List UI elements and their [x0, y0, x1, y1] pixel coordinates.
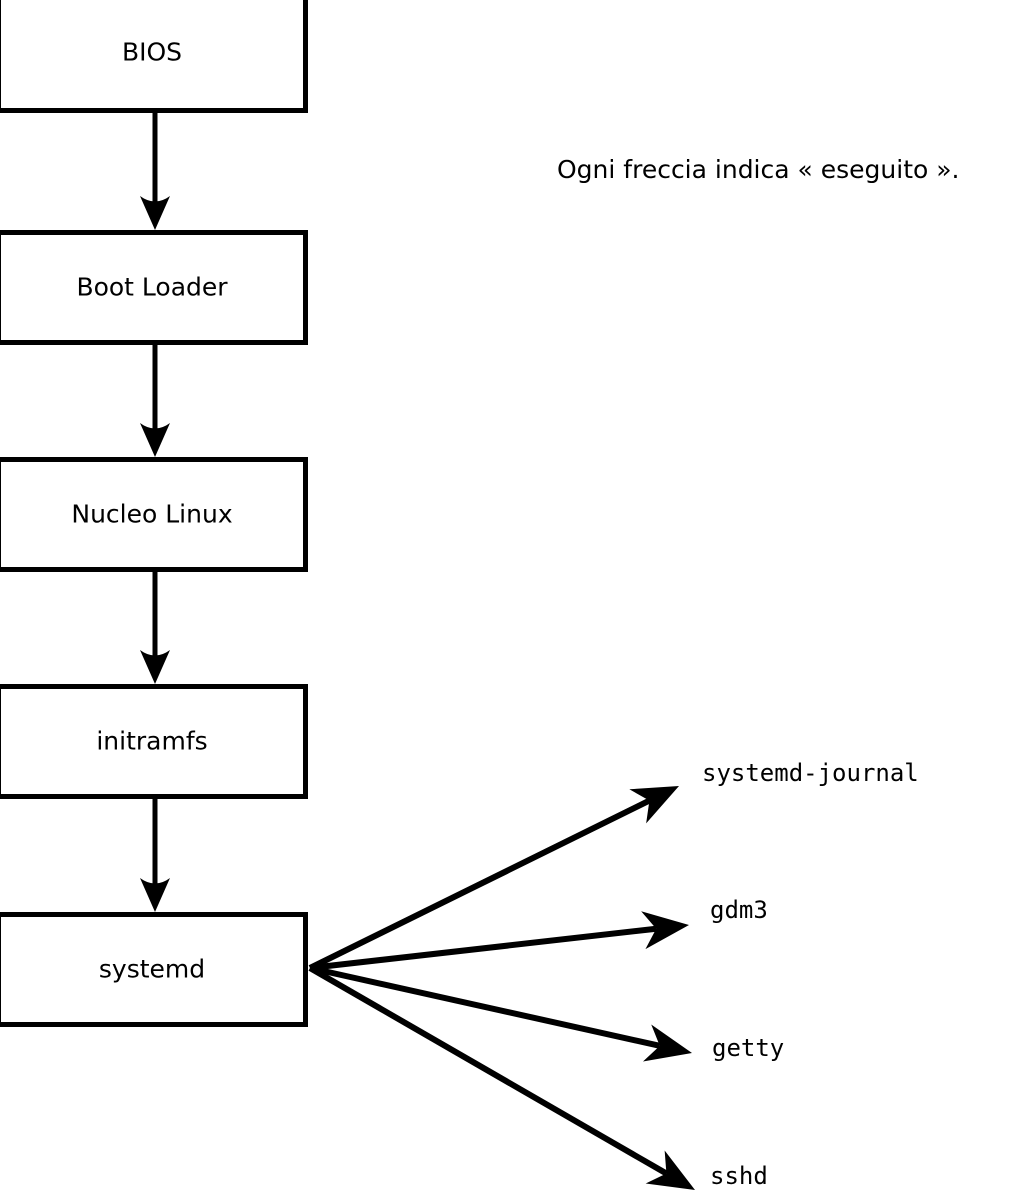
service-label-systemd-journal: systemd-journal — [702, 759, 919, 787]
service-node-systemd-journal[interactable]: systemd-journal — [308, 759, 919, 971]
arrow-shaft — [308, 965, 668, 1177]
chain-arrow-bios-to-bootloader — [140, 113, 170, 230]
stage-node-bootloader[interactable]: Boot Loader — [0, 230, 308, 345]
stage-box-systemd — [0, 912, 308, 1027]
arrow-head-icon — [140, 196, 170, 230]
chain-arrow-initramfs-to-systemd — [140, 799, 170, 912]
service-label-getty: getty — [712, 1034, 784, 1062]
arrow-head-icon — [140, 423, 170, 457]
arrow-head-icon — [140, 878, 170, 912]
legend-note: Ogni freccia indica « eseguito ». — [557, 155, 960, 184]
stage-box-initramfs — [0, 684, 308, 799]
arrow-shaft — [309, 925, 657, 971]
arrow-head-icon — [645, 1150, 695, 1190]
service-node-gdm3[interactable]: gdm3 — [309, 896, 768, 971]
stage-label-bootloader: Boot Loader — [76, 273, 228, 302]
arrow-head-icon — [140, 650, 170, 684]
arrow-head-icon — [642, 1024, 692, 1062]
arrow-shaft — [308, 797, 651, 971]
stage-label-kernel: Nucleo Linux — [71, 500, 232, 529]
service-node-sshd[interactable]: sshd — [308, 965, 768, 1190]
stage-label-systemd: systemd — [99, 955, 205, 984]
arrow-shaft — [309, 965, 661, 1049]
arrow-head-icon — [641, 911, 689, 950]
stage-label-initramfs: initramfs — [96, 727, 207, 756]
stage-box-bootloader — [0, 230, 308, 345]
stage-node-systemd[interactable]: systemd — [0, 912, 308, 1027]
stage-box-bios — [0, 0, 308, 113]
stage-node-initramfs[interactable]: initramfs — [0, 684, 308, 799]
chain-arrow-bootloader-to-kernel — [140, 345, 170, 457]
service-node-getty[interactable]: getty — [309, 965, 784, 1062]
stage-label-bios: BIOS — [122, 38, 182, 67]
service-label-sshd: sshd — [710, 1162, 768, 1190]
arrow-head-icon — [629, 786, 679, 824]
stage-node-kernel[interactable]: Nucleo Linux — [0, 457, 308, 572]
chain-arrow-kernel-to-initramfs — [140, 572, 170, 684]
stage-node-bios[interactable]: BIOS — [0, 0, 308, 113]
stage-box-kernel — [0, 457, 308, 572]
service-label-gdm3: gdm3 — [710, 896, 768, 924]
